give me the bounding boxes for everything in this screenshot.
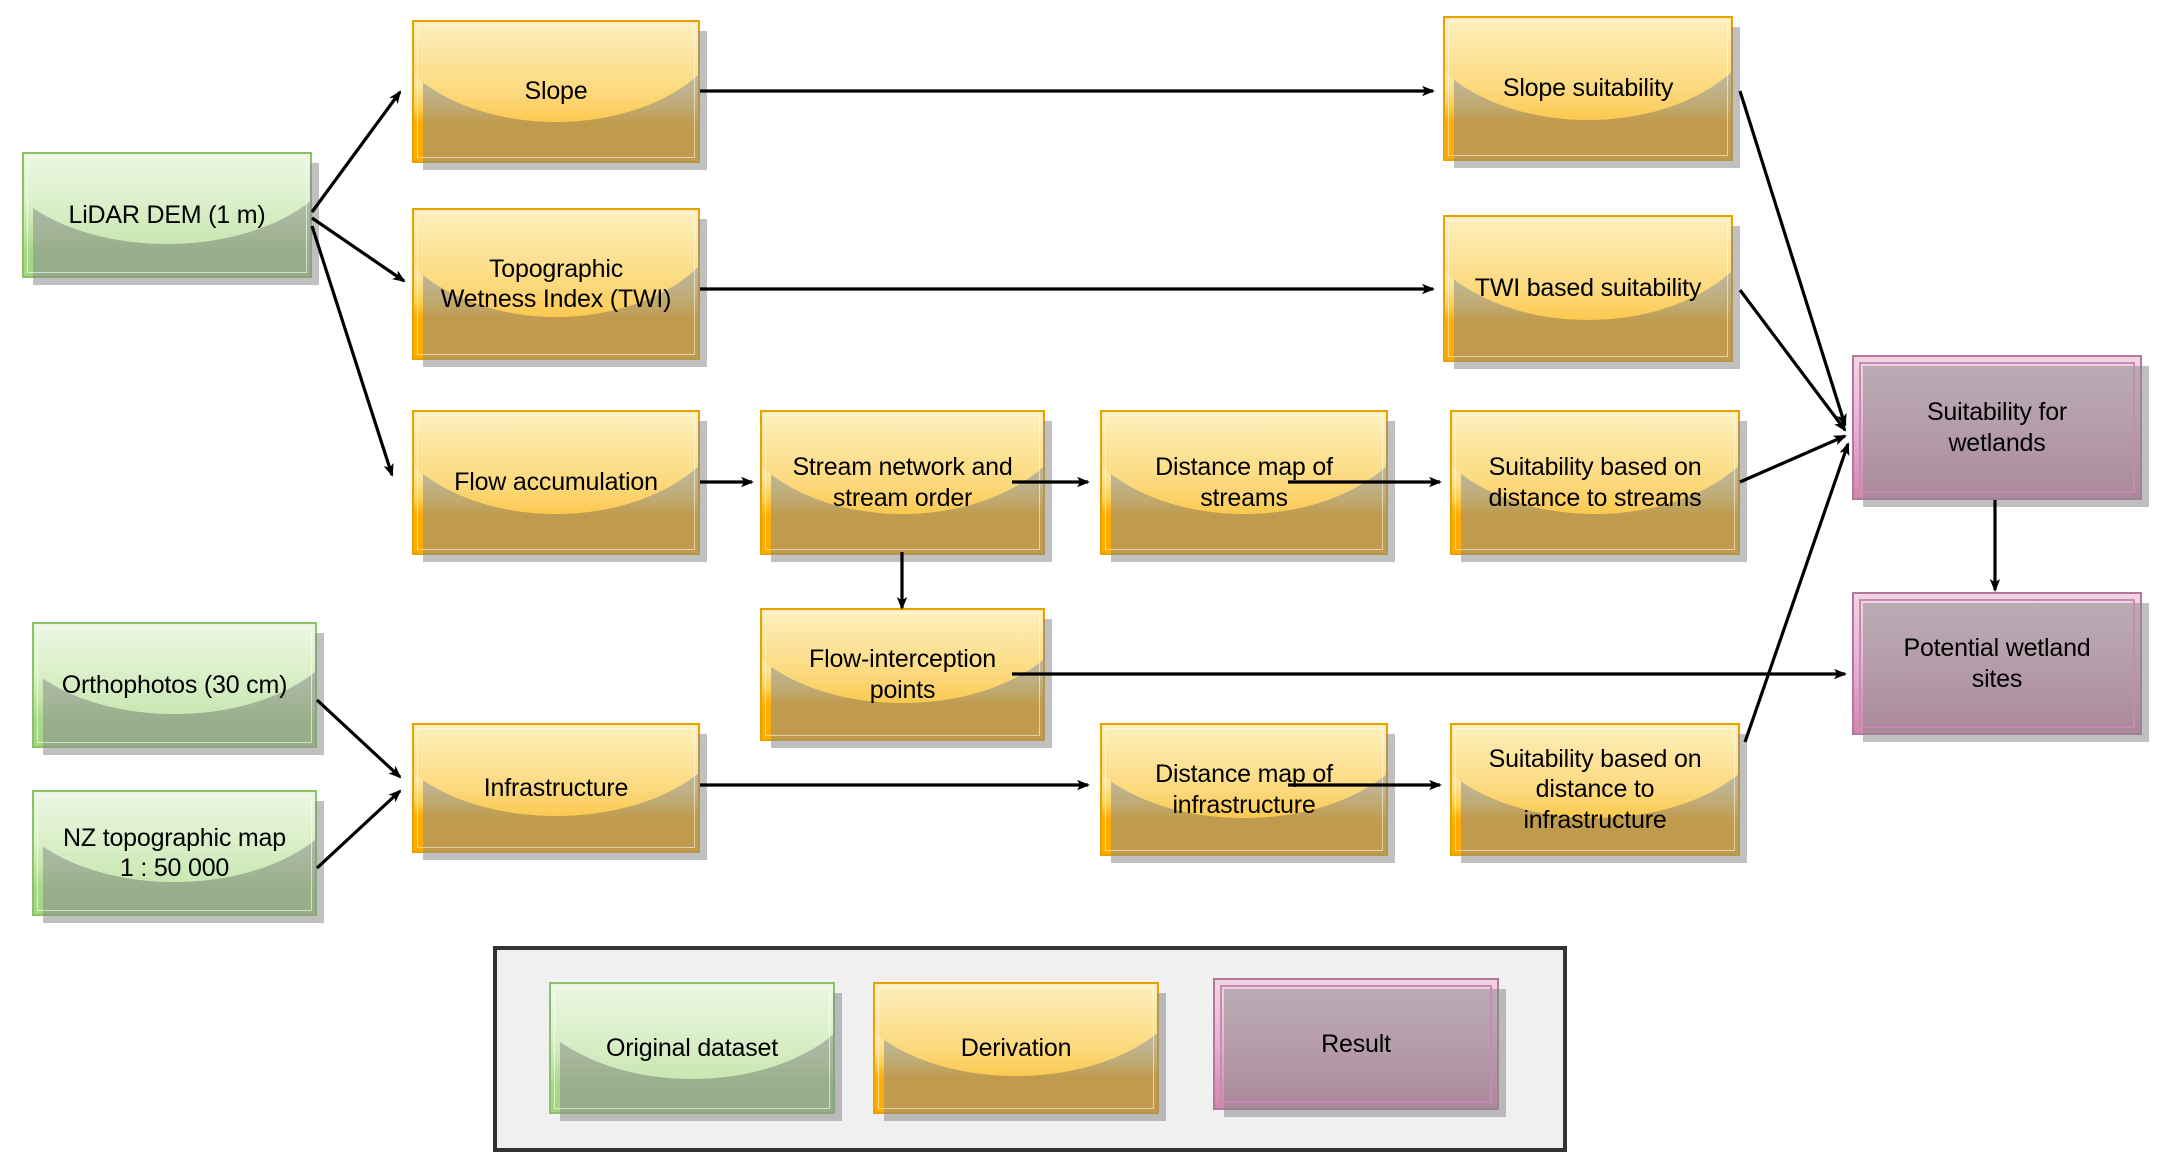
legend-label: Derivation <box>960 1033 1072 1062</box>
node-label: Slope suitability <box>1502 74 1674 103</box>
legend-swatch-original-dataset: Original dataset <box>549 982 842 1121</box>
node-suitability-distance-to-streams[interactable]: Suitability based on distance to streams <box>1450 410 1747 562</box>
node-label: Infrastructure <box>483 773 629 802</box>
legend-swatch-derivation: Derivation <box>873 982 1166 1121</box>
node-label: Potential wetland sites <box>1903 634 2091 693</box>
node-flow-accumulation[interactable]: Flow accumulation <box>412 410 707 562</box>
legend-swatch-result: Result <box>1213 978 1506 1117</box>
node-label: Stream network and stream order <box>792 453 1013 512</box>
edge-lidar-to-twi <box>311 216 406 283</box>
edge-lidar-to-flowacc <box>310 225 394 477</box>
node-label: TWI based suitability <box>1474 274 1702 303</box>
edge-slope-suitability-to-wetlands <box>1738 90 1847 427</box>
node-label: Slope <box>524 77 588 106</box>
node-label: NZ topographic map 1 : 50 000 <box>63 823 286 883</box>
node-label: Suitability based on distance to infrast… <box>1488 744 1702 834</box>
node-distance-map-of-infrastructure[interactable]: Distance map of infrastructure <box>1100 723 1395 863</box>
edge-twi-suitability-to-wetlands <box>1738 289 1847 432</box>
node-lidar-dem[interactable]: LiDAR DEM (1 m) <box>22 152 319 285</box>
node-suitability-for-wetlands[interactable]: Suitability for wetlands <box>1852 355 2149 507</box>
edge-suitability-streams-to-wetlands <box>1739 434 1847 484</box>
node-nz-topographic-map[interactable]: NZ topographic map 1 : 50 000 <box>32 790 324 923</box>
edge-nztopo-to-infrastructure <box>315 789 402 870</box>
node-label: Flow-interception points <box>809 645 996 704</box>
edge-orthophotos-to-infrastructure <box>315 698 402 779</box>
legend-label: Result <box>1321 1029 1391 1058</box>
node-slope-suitability[interactable]: Slope suitability <box>1443 16 1740 168</box>
node-potential-wetland-sites[interactable]: Potential wetland sites <box>1852 592 2149 742</box>
node-label: Topographic Wetness Index (TWI) <box>440 254 672 314</box>
edge-lidar-to-slope <box>310 90 402 213</box>
node-distance-map-of-streams[interactable]: Distance map of streams <box>1100 410 1395 562</box>
node-flow-interception-points[interactable]: Flow-interception points <box>760 608 1052 748</box>
node-infrastructure[interactable]: Infrastructure <box>412 723 707 860</box>
node-slope[interactable]: Slope <box>412 20 707 170</box>
node-label: Suitability based on distance to streams <box>1488 453 1702 512</box>
node-label: LiDAR DEM (1 m) <box>68 200 266 229</box>
node-twi-based-suitability[interactable]: TWI based suitability <box>1443 215 1740 369</box>
node-label: Distance map of streams <box>1155 453 1333 512</box>
node-topographic-wetness-index[interactable]: Topographic Wetness Index (TWI) <box>412 208 707 367</box>
node-label: Orthophotos (30 cm) <box>61 670 288 699</box>
node-orthophotos[interactable]: Orthophotos (30 cm) <box>32 622 324 755</box>
node-label: Flow accumulation <box>454 468 658 497</box>
node-suitability-distance-to-infrastructure[interactable]: Suitability based on distance to infrast… <box>1450 723 1747 863</box>
node-stream-network-and-order[interactable]: Stream network and stream order <box>760 410 1052 562</box>
node-label: Suitability for wetlands <box>1926 398 2068 457</box>
edge-suitability-infra-to-wetlands <box>1743 442 1850 743</box>
legend-label: Original dataset <box>606 1033 778 1062</box>
node-label: Distance map of infrastructure <box>1155 760 1333 819</box>
